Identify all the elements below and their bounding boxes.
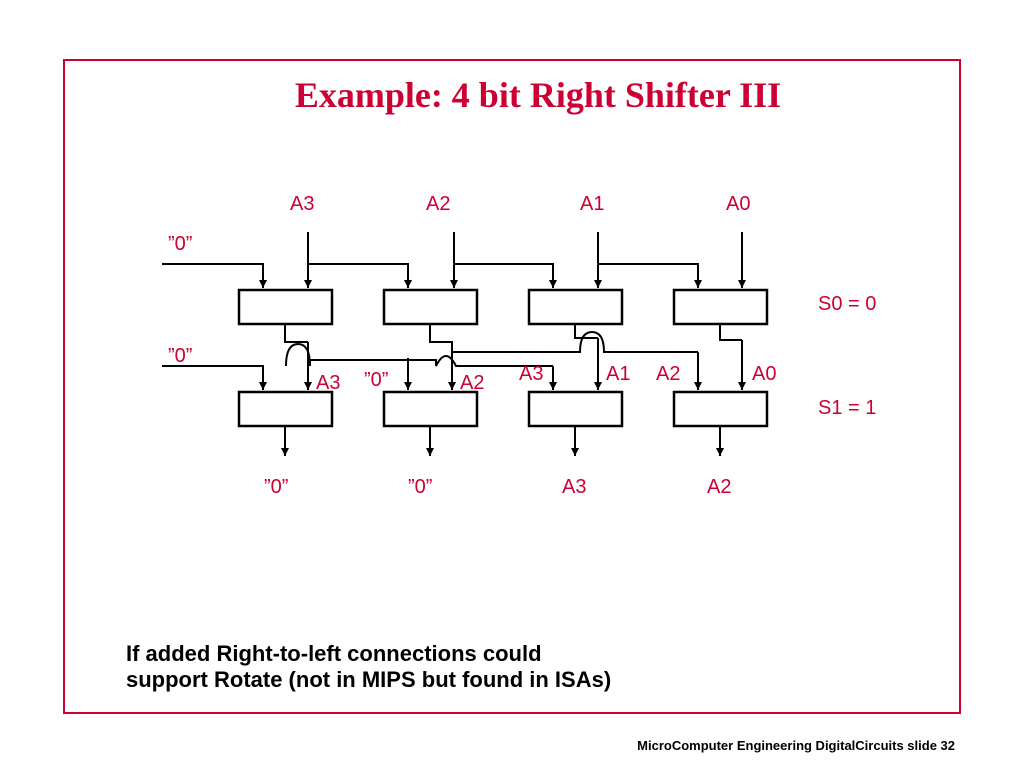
output-label-0: A2 [707, 476, 731, 498]
input-label-a3: A3 [290, 193, 314, 215]
slide-footer: MicroComputer Engineering DigitalCircuit… [637, 738, 955, 753]
output-label-3: ”0” [264, 476, 288, 498]
stage1-label-zero: ”0” [364, 369, 388, 391]
output-label-1: A3 [562, 476, 586, 498]
stage1-label-a2-right: A2 [656, 363, 680, 385]
stage0-mux-1 [527, 288, 624, 326]
stage0-select-label: S0 = 0 [818, 293, 876, 315]
slide-frame [63, 59, 961, 714]
input-label-a1: A1 [580, 193, 604, 215]
stage1-label-a3-right: A3 [519, 363, 543, 385]
stage1-mux-0 [672, 390, 769, 428]
rotate-note: If added Right-to-left connections could… [126, 641, 611, 693]
stage0-mux-0 [672, 288, 769, 326]
output-wires [281, 426, 724, 456]
input-label-a0: A0 [726, 193, 750, 215]
note-line-2: support Rotate (not in MIPS but found in… [126, 667, 612, 692]
stage0-fill-label: ”0” [168, 233, 192, 255]
stage1-label-a1: A1 [606, 363, 630, 385]
slide-title: Example: 4 bit Right Shifter III [294, 75, 782, 115]
stage1-wires [162, 324, 746, 390]
stage1-label-a2-left: A2 [460, 372, 484, 394]
stage0-mux-3 [237, 288, 334, 326]
stage1-label-a3-left: A3 [316, 372, 340, 394]
stage1-mux-3 [237, 390, 334, 428]
input-label-a2: A2 [426, 193, 450, 215]
output-label-2: ”0” [408, 476, 432, 498]
stage1-label-a0: A0 [752, 363, 776, 385]
stage0-wires [162, 232, 746, 288]
stage1-fill-label: ”0” [168, 345, 192, 367]
note-line-1: If added Right-to-left connections could [126, 641, 542, 666]
stage1-select-label: S1 = 1 [818, 397, 876, 419]
stage1-mux-2 [382, 390, 479, 428]
stage0-mux-2 [382, 288, 479, 326]
stage1-mux-1 [527, 390, 624, 428]
